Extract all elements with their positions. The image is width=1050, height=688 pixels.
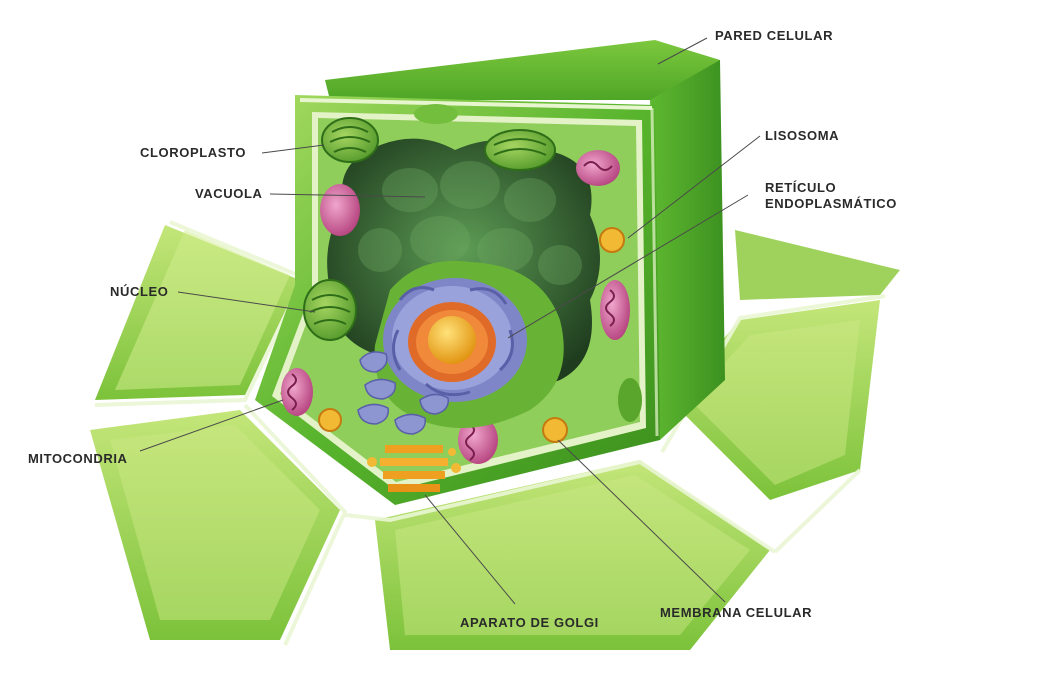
line-aparato-golgi bbox=[424, 494, 516, 605]
chloroplasts bbox=[303, 104, 642, 422]
cell-wall-top bbox=[325, 40, 720, 100]
line-vacuola bbox=[269, 193, 426, 198]
line-lisosoma bbox=[627, 135, 761, 239]
label-cloroplasto: CLOROPLASTO bbox=[140, 145, 247, 160]
label-nucleo: NÚCLEO bbox=[110, 284, 169, 299]
label-pared-celular: PARED CELULAR bbox=[715, 28, 834, 43]
line-membrana-celular bbox=[557, 439, 726, 603]
line-cloroplasto bbox=[261, 144, 325, 154]
golgi-apparatus bbox=[367, 445, 461, 492]
label-lisosoma: LISOSOMA bbox=[765, 128, 840, 143]
line-pared-celular bbox=[657, 37, 708, 65]
mitochondria bbox=[281, 150, 630, 464]
line-reticulo bbox=[507, 194, 749, 339]
label-reticulo-line1: RETÍCULO bbox=[765, 180, 837, 195]
neighbor-cells bbox=[90, 225, 900, 650]
label-reticulo-line2: ENDOPLASMÁTICO bbox=[765, 196, 897, 211]
label-membrana-celular: MEMBRANA CELULAR bbox=[660, 605, 813, 620]
line-mitocondria bbox=[139, 399, 284, 452]
label-reticulo-endoplasmatico: RETÍCULO ENDOPLASMÁTICO bbox=[765, 180, 897, 212]
nucleus bbox=[383, 278, 527, 402]
label-mitocondria: MITOCONDRIA bbox=[28, 451, 128, 466]
lysosomes bbox=[318, 227, 625, 443]
wall-grooves bbox=[94, 220, 886, 646]
rough-er-stacks bbox=[357, 351, 449, 435]
label-vacuola: VACUOLA bbox=[195, 186, 263, 201]
cell-wall-side bbox=[650, 60, 725, 440]
leader-lines bbox=[139, 37, 761, 605]
label-aparato-golgi: APARATO DE GOLGI bbox=[460, 615, 599, 630]
line-nucleo bbox=[177, 291, 316, 313]
